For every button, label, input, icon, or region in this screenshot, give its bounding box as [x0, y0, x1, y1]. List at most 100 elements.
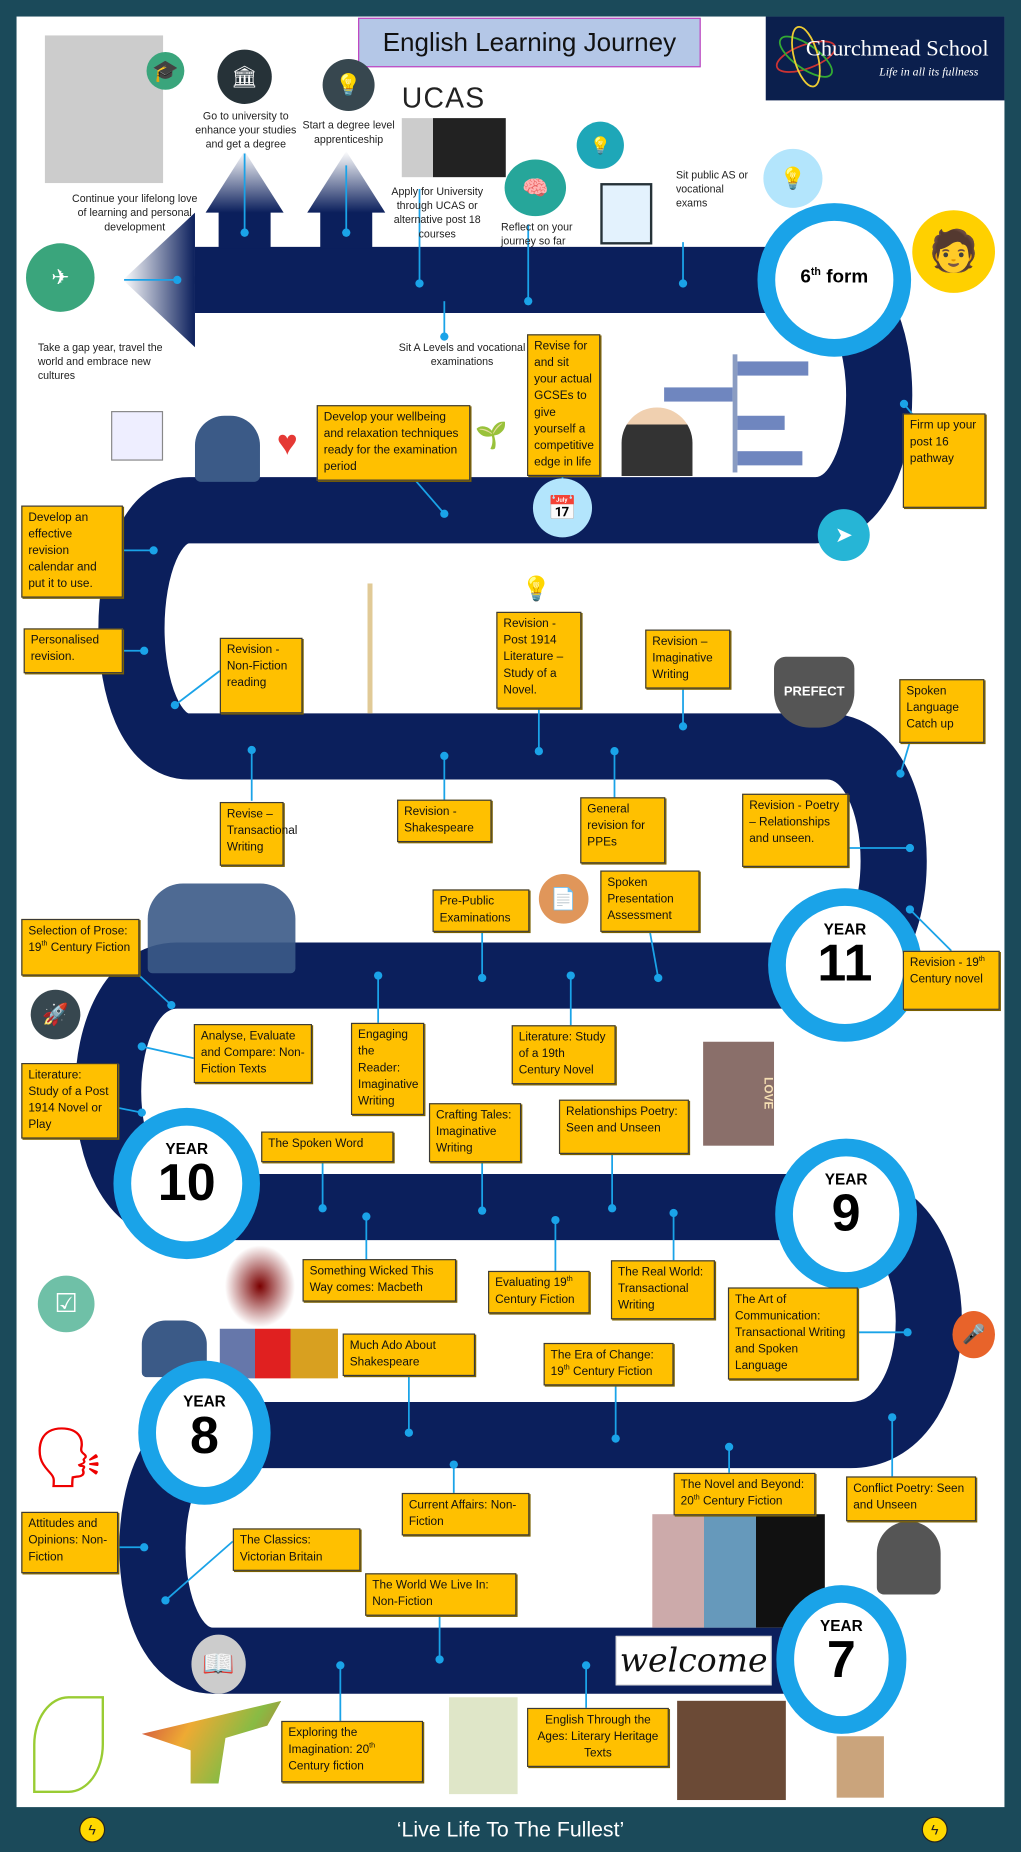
milestone-text: Firm up your post 16 pathway [909, 419, 977, 466]
milestone-text: Literature: Study of a 19th Century Nove… [518, 1031, 606, 1078]
reading-couple-image [147, 883, 296, 974]
connector-dot [440, 332, 449, 341]
milestone-box: The Spoken Word [261, 1131, 394, 1163]
shakespeare-crests-image [219, 1328, 338, 1379]
connector-dot [905, 843, 915, 853]
connector-dot [678, 722, 688, 731]
notebook-icon [600, 183, 653, 245]
year-label: YEAR [820, 1616, 863, 1635]
connector-dot [534, 747, 543, 756]
milestone-box: The Art of Communication: Transactional … [727, 1287, 858, 1380]
connector-dot [607, 1204, 617, 1213]
connector-dot [478, 1206, 487, 1215]
canterbury-tales-image [836, 1736, 884, 1798]
milestone-box: Crafting Tales: Imaginative Writing [428, 1103, 522, 1163]
milestone-box: The Classics: Victorian Britain [232, 1528, 361, 1571]
milestone-text: Selection of Prose: 19 [28, 924, 128, 955]
signpost-pole [732, 354, 738, 473]
welcome-sign-image: welcome [615, 1635, 772, 1686]
connector-line [899, 741, 911, 774]
connector-line [909, 908, 952, 952]
connector-dot [611, 1434, 620, 1443]
leaf-logo-image [33, 1696, 104, 1793]
poem-page-image [449, 1697, 518, 1795]
logo-leaf-icon [775, 25, 836, 88]
passport-ticket-icon: ✈ [25, 243, 95, 312]
uk-map-image [44, 35, 164, 184]
ordinal-suffix: th [566, 1276, 573, 1284]
connector-dot [167, 1000, 176, 1010]
connector-dot [140, 1543, 149, 1552]
milestone-text: Revision - Post 1914 Literature – Study … [503, 617, 564, 697]
business-people-image [621, 407, 693, 476]
milestone-text: Revision - Poetry – Relationships and un… [749, 799, 840, 846]
milestone-box: Engaging the Reader: Imaginative Writing [350, 1022, 425, 1115]
milestone-box: Exploring the Imagination: 20th Century … [281, 1720, 424, 1783]
connector-dot [336, 1661, 345, 1670]
connector-dot [415, 279, 424, 288]
milestone-text: Engaging the Reader: Imaginative Writing [358, 1028, 419, 1108]
love-blocks-image: LOVE [703, 1041, 775, 1146]
checkbox-icon: ☑ [37, 1275, 95, 1333]
signpost-arrow [737, 361, 809, 376]
milestone-box: Much Ado About Shakespeare [342, 1333, 476, 1377]
lightbulb-icon: 💡 [576, 121, 624, 169]
connector-dot [170, 700, 180, 710]
milestone-box: Firm up your post 16 pathway [902, 413, 986, 508]
signpost-arrow [737, 451, 803, 466]
milestone-text: General revision for PPEs [587, 803, 646, 850]
milestone-text: Century fiction [288, 1759, 364, 1773]
milestone-text: Century Fiction [495, 1293, 575, 1307]
stage-label: 6th form [775, 266, 893, 289]
ordinal-suffix: th [978, 956, 985, 964]
brain-bulb-icon: 🧠 [504, 159, 567, 217]
milestone-text: Century novel [909, 973, 983, 987]
milestone-text: Literature: Study of a Post 1914 Novel o… [28, 1068, 109, 1132]
milestone-text: The Classics: Victorian Britain [239, 1534, 323, 1564]
connector-dot [440, 509, 449, 518]
connector-dot [374, 971, 383, 980]
milestone-text: Something Wicked This Way comes: Macbeth [309, 1264, 434, 1295]
milestone-text: Century Fiction [699, 1495, 783, 1509]
milestone-box: Current Affairs: Non-Fiction [401, 1492, 530, 1536]
label-lifelong: Continue your lifelong love of learning … [72, 192, 198, 233]
signpost-image [304, 583, 435, 714]
milestone-box: Literature: Study of a 19th Century Nove… [511, 1025, 616, 1085]
year-label: YEAR [165, 1139, 209, 1158]
year-label: YEAR [824, 1170, 868, 1189]
connector-dot [318, 1204, 327, 1213]
milestone-text: Evaluating 19 [495, 1276, 567, 1290]
connector-dot [524, 297, 533, 306]
connector-dot [566, 971, 575, 980]
milestone-text: Conflict Poetry: Seen and Unseen [853, 1482, 965, 1512]
year-number: 9 [831, 1184, 861, 1243]
milestone-box: Attitudes and Opinions: Non-Fiction [21, 1511, 119, 1574]
rocket-icon: 🚀 [30, 989, 81, 1040]
stage-suffix: form [820, 267, 869, 288]
speaker-figure-image: 🗣 [31, 1424, 107, 1491]
paper-plane-icon: ➤ [817, 509, 870, 562]
milestone-text: Pre-Public Examinations [439, 895, 511, 925]
milestone-text: The Spoken Word [268, 1137, 364, 1151]
year-number: 7 [826, 1631, 856, 1690]
stage-number: 6 [800, 267, 811, 288]
milestone-box: Revise – Transactional Writing [219, 801, 297, 866]
label-university: Go to university to enhance your studies… [195, 109, 297, 151]
connector-dot [724, 1442, 734, 1452]
prefect-badge-icon: PREFECT [774, 656, 855, 728]
beowulf-image [677, 1700, 786, 1801]
milestone-box: Revision - Shakespeare [397, 799, 492, 843]
milestone-box: Selection of Prose: 19th Century Fiction [21, 918, 140, 976]
milestone-text: Attitudes and Opinions: Non-Fiction [28, 1517, 108, 1564]
milestone-text: The Era of Change: 19 [550, 1348, 654, 1379]
milestone-box: Develop your wellbeing and relaxation te… [316, 405, 471, 481]
milestone-text: Develop an effective revision calendar a… [28, 511, 97, 591]
reading-person-image [194, 415, 260, 482]
ordinal-suffix: th [41, 940, 48, 949]
milestone-text: Much Ado About Shakespeare [349, 1339, 436, 1369]
milestone-text: The Art of Communication: Transactional … [735, 1293, 846, 1373]
